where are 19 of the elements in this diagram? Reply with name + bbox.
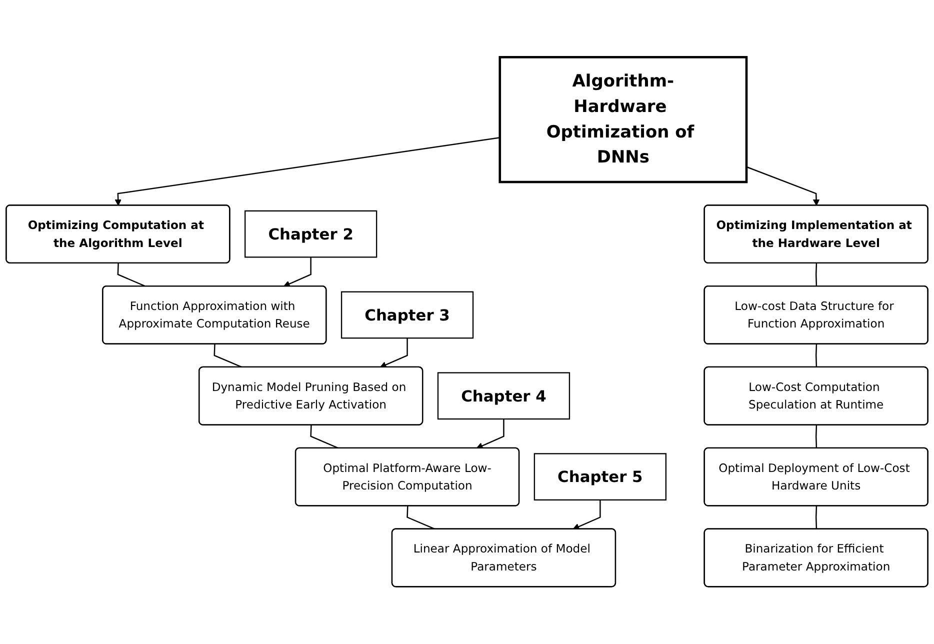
connector bbox=[815, 263, 818, 287]
node-box: Chapter 4 bbox=[437, 372, 570, 420]
arrow bbox=[746, 166, 820, 206]
connector bbox=[214, 344, 243, 368]
connector bbox=[310, 425, 339, 449]
node-box: Chapter 5 bbox=[534, 453, 666, 501]
node-box: Algorithm-Hardware Optimization of DNNs bbox=[498, 56, 748, 184]
arrow bbox=[572, 500, 601, 530]
connector bbox=[815, 506, 818, 530]
connector bbox=[815, 344, 818, 368]
connector bbox=[117, 263, 146, 288]
arrow bbox=[114, 137, 500, 206]
arrow bbox=[476, 419, 504, 450]
node-box: Chapter 2 bbox=[244, 210, 378, 258]
connector bbox=[406, 506, 436, 530]
node-box: Chapter 3 bbox=[340, 291, 474, 339]
arrow bbox=[283, 257, 312, 288]
connector bbox=[815, 425, 818, 448]
arrow bbox=[380, 338, 408, 368]
